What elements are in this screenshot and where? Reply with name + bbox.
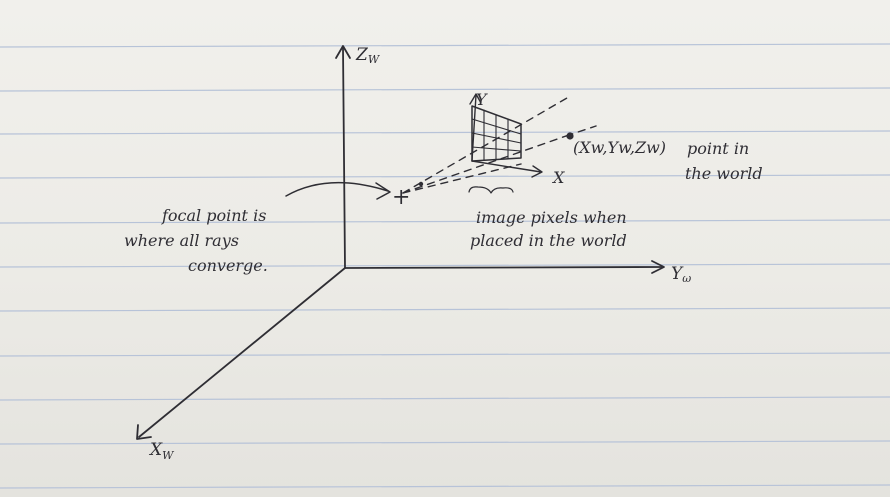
world-point-label-line1: point in bbox=[687, 139, 749, 158]
image-plane-border bbox=[471, 105, 522, 162]
ray-lower bbox=[402, 163, 522, 194]
focal-note-line1: focal point is bbox=[161, 206, 266, 225]
focal-note-line2: where all rays bbox=[124, 231, 239, 250]
z-axis-label: ZW bbox=[355, 45, 381, 66]
focal-note-line3: converge. bbox=[188, 256, 268, 275]
image-plane-grid bbox=[468, 93, 543, 194]
y-axis-line bbox=[344, 266, 663, 269]
image-plane-caption-line2: placed in the world bbox=[470, 231, 627, 250]
image-x-axis bbox=[471, 160, 542, 173]
ray-upper bbox=[402, 97, 568, 194]
focal-point-marker: + bbox=[392, 185, 410, 210]
world-point-dot bbox=[566, 132, 574, 140]
y-axis-arrowhead bbox=[651, 260, 665, 274]
projection-rays bbox=[402, 97, 597, 194]
world-point-label-line2: the world bbox=[685, 164, 763, 183]
rule-line bbox=[0, 396, 890, 401]
focal-note-arrowhead bbox=[375, 182, 391, 200]
focal-note-pointer bbox=[285, 181, 389, 197]
rule-line bbox=[0, 130, 890, 135]
ray-dot bbox=[418, 181, 424, 187]
rule-line bbox=[0, 219, 890, 224]
world-point-coords: (Xw,Yw,Zw) bbox=[573, 138, 666, 157]
rule-line bbox=[0, 43, 890, 48]
image-y-arrowhead bbox=[469, 93, 482, 105]
image-x-arrowhead bbox=[531, 165, 543, 178]
rule-line bbox=[0, 263, 890, 268]
image-y-label: Y bbox=[476, 90, 488, 109]
rule-line bbox=[0, 307, 890, 312]
notebook-rule-lines bbox=[0, 43, 890, 489]
image-plane-brace bbox=[468, 186, 514, 194]
image-x-label: X bbox=[551, 168, 565, 187]
x-axis-label: XW bbox=[148, 440, 175, 462]
world-axes bbox=[136, 45, 665, 440]
image-y-axis bbox=[471, 94, 477, 162]
x-axis-arrowhead bbox=[136, 424, 152, 440]
z-axis-line bbox=[342, 47, 346, 269]
rule-line bbox=[0, 440, 890, 445]
rule-line bbox=[0, 484, 890, 489]
z-axis-arrowhead bbox=[335, 45, 351, 59]
rule-line bbox=[0, 87, 890, 92]
y-axis-label: Yω bbox=[671, 264, 691, 285]
rule-line bbox=[0, 174, 890, 179]
ray-middle bbox=[402, 135, 567, 194]
rule-line bbox=[0, 352, 890, 357]
x-axis-line bbox=[138, 267, 346, 438]
image-plane-caption-line1: image pixels when bbox=[476, 208, 627, 227]
